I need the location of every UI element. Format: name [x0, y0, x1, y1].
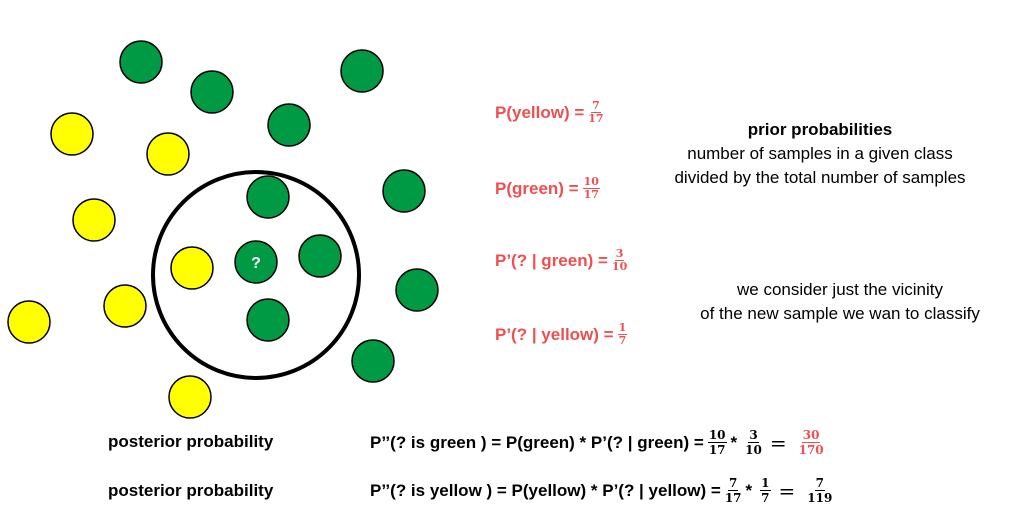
denominator: 119 — [807, 491, 833, 505]
numerator: 3 — [748, 428, 759, 443]
yellow-sample — [72, 198, 116, 242]
p-given-yellow-label: P’(? | yellow) = — [495, 324, 614, 344]
equals-sign: = — [769, 430, 787, 455]
posterior-expression: P’’(? is green ) = P(green) * P’(? | gre… — [370, 432, 704, 452]
p-green-fraction: 10 17 — [582, 175, 600, 201]
p-given-green-label: P’(? | green) = — [495, 250, 608, 270]
green-sample — [340, 49, 384, 93]
posterior-green-formula: P’’(? is green ) = P(green) * P’(? | gre… — [370, 428, 824, 457]
p-green: P(green) = 10 17 — [495, 176, 600, 201]
fraction-1: 7 17 — [725, 476, 742, 505]
numerator: 7 — [814, 476, 825, 491]
numerator: 7 — [591, 99, 601, 113]
posterior-label: posterior probability — [108, 432, 274, 451]
green-sample — [351, 339, 395, 383]
yellow-sample — [7, 300, 51, 344]
posterior-expression: P’’(? is yellow ) = P(yellow) * P’(? | y… — [370, 480, 721, 500]
multiply-operator: * — [745, 480, 753, 500]
denominator: 17 — [708, 443, 726, 457]
multiply-operator: * — [730, 432, 738, 452]
denominator: 17 — [724, 491, 742, 505]
green-sample — [246, 298, 290, 342]
numerator: 1 — [760, 476, 771, 491]
p-given-green-fraction: 3 10 — [612, 248, 627, 273]
p-given-yellow: P’(? | yellow) = 1 7 — [495, 321, 628, 347]
green-sample — [119, 40, 163, 84]
prior-note-line1: number of samples in a given class — [687, 144, 953, 163]
yellow-sample — [103, 284, 147, 328]
green-sample — [190, 70, 234, 114]
prior-note-line2: divided by the total number of samples — [674, 168, 966, 187]
numerator: 10 — [582, 175, 600, 189]
posterior-label-yellow: posterior probability — [108, 481, 273, 501]
posterior-yellow-formula: P’’(? is yellow ) = P(yellow) * P’(? | y… — [370, 476, 832, 505]
green-sample — [395, 268, 439, 312]
denominator: 7 — [618, 334, 627, 347]
fraction-2: 1 7 — [760, 476, 771, 505]
denominator: 17 — [583, 188, 599, 201]
prior-note: prior probabilities number of samples in… — [630, 118, 1010, 190]
p-yellow-label: P(yellow) = — [495, 102, 585, 122]
numerator: 10 — [707, 428, 727, 443]
denominator: 10 — [611, 260, 628, 273]
numerator: 1 — [617, 321, 628, 335]
p-yellow-fraction: 7 17 — [588, 100, 603, 125]
denominator: 17 — [588, 112, 604, 125]
p-given-yellow-fraction: 1 7 — [617, 321, 628, 347]
vicinity-note-line2: of the new sample we wan to classify — [700, 304, 980, 323]
posterior-label: posterior probability — [108, 481, 274, 500]
fraction-2: 3 10 — [745, 428, 762, 457]
vicinity-circle — [151, 170, 361, 380]
p-yellow: P(yellow) = 7 17 — [495, 100, 604, 125]
new-sample — [234, 240, 278, 284]
equals-sign: = — [778, 478, 796, 503]
denominator: 7 — [761, 491, 770, 505]
denominator: 170 — [798, 443, 824, 457]
result-fraction: 30 170 — [799, 428, 824, 457]
yellow-sample — [170, 246, 214, 290]
yellow-sample — [50, 112, 94, 156]
posterior-label-green: posterior probability — [108, 432, 273, 452]
green-sample — [298, 234, 342, 278]
denominator: 10 — [745, 443, 762, 457]
numerator: 30 — [801, 428, 821, 443]
green-sample — [382, 169, 426, 213]
green-sample — [267, 103, 311, 147]
p-green-label: P(green) = — [495, 178, 579, 198]
yellow-sample — [168, 375, 212, 419]
vicinity-note-line1: we consider just the vicinity — [737, 280, 943, 299]
result-fraction: 7 119 — [807, 476, 832, 505]
numerator: 7 — [728, 476, 739, 491]
new-sample-label: ? — [251, 255, 261, 272]
green-sample — [246, 175, 290, 219]
vicinity-note: we consider just the vicinity of the new… — [650, 278, 1024, 326]
prior-note-title: prior probabilities — [747, 120, 893, 139]
numerator: 3 — [614, 247, 625, 261]
fraction-1: 10 17 — [707, 428, 727, 457]
yellow-sample — [146, 132, 190, 176]
p-given-green: P’(? | green) = 3 10 — [495, 248, 627, 273]
